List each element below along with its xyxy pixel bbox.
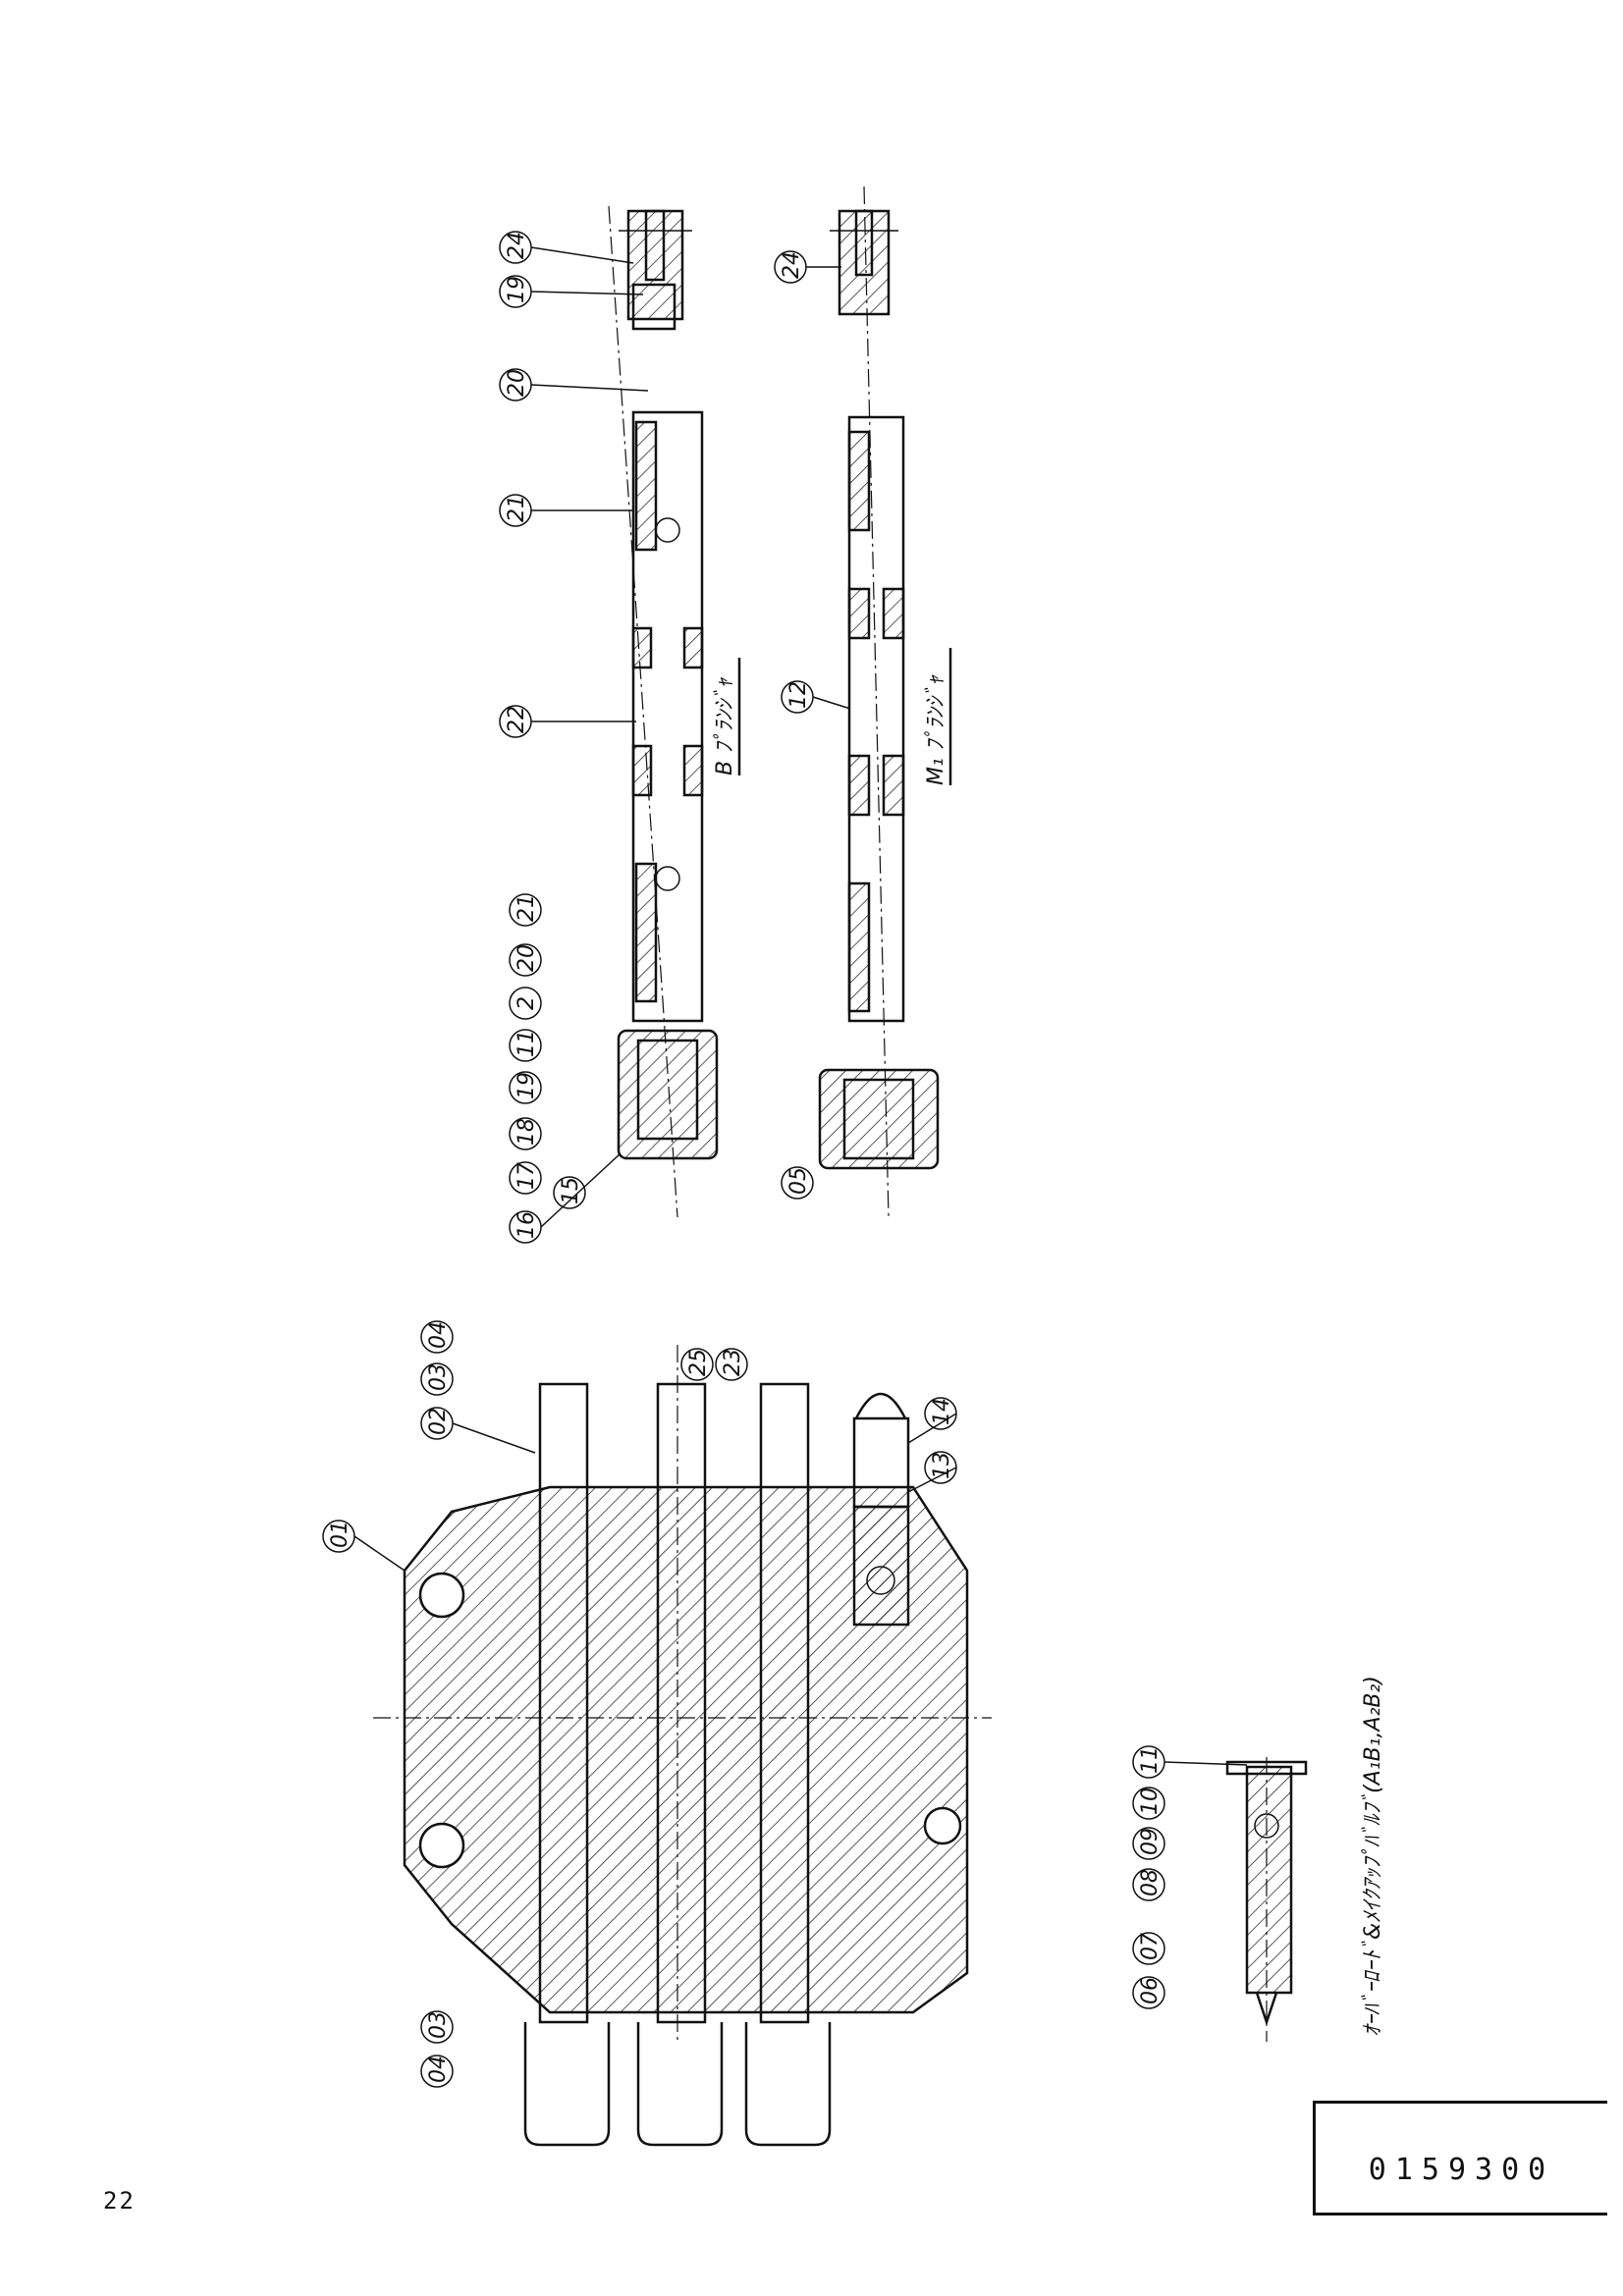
callout: 04 bbox=[426, 2056, 451, 2083]
callout: 24 bbox=[780, 251, 804, 279]
leader-lines bbox=[353, 246, 1248, 1766]
callout: 07 bbox=[1138, 1933, 1163, 1960]
page-number: 22 bbox=[103, 2187, 135, 2215]
callout: 25 bbox=[686, 1349, 711, 1376]
callout: 19 bbox=[505, 276, 529, 303]
callout: 20 bbox=[505, 369, 529, 397]
document-number-box: 0159300 bbox=[1313, 2101, 1607, 2216]
callout: 19 bbox=[514, 1072, 539, 1099]
overload-makeup-valve bbox=[1225, 1757, 1308, 2042]
callout-balloons: 16 15 17 18 19 11 2 20 21 22 21 bbox=[322, 231, 1165, 2088]
b-plunger-label: B ﾌﾟﾗﾝｼﾞｬ bbox=[713, 677, 737, 775]
document-number: 0159300 bbox=[1368, 2153, 1555, 2187]
m1-plunger-label: M₁ ﾌﾟﾗﾝｼﾞｬ bbox=[924, 674, 948, 785]
callout: 01 bbox=[328, 1521, 352, 1548]
callout: 05 bbox=[786, 1167, 811, 1195]
callout: 17 bbox=[514, 1162, 539, 1190]
callout: 14 bbox=[930, 1398, 954, 1425]
callout: 02 bbox=[426, 1408, 451, 1435]
callout: 06 bbox=[1138, 1977, 1163, 2004]
callout: 23 bbox=[721, 1349, 745, 1376]
callout: 04 bbox=[426, 1321, 451, 1349]
callout: 24 bbox=[505, 232, 529, 259]
callout: 16 bbox=[514, 1211, 539, 1239]
callout: 2 bbox=[514, 996, 539, 1010]
valve-caption: ｵｰﾊﾞｰﾛｰﾄﾞ&ﾒｲｸｱｯﾌﾟﾊﾞﾙﾌﾞ(A₁B₁,A₂B₂) bbox=[1361, 1676, 1385, 2037]
m1-plunger-assembly bbox=[818, 186, 940, 1218]
callout: 03 bbox=[426, 2011, 451, 2039]
callout: 03 bbox=[426, 1363, 451, 1391]
b-plunger-assembly bbox=[608, 205, 719, 1218]
callout: 08 bbox=[1138, 1869, 1163, 1896]
callout: 18 bbox=[514, 1118, 539, 1146]
callout: 21 bbox=[505, 495, 529, 522]
callout: 10 bbox=[1138, 1788, 1163, 1815]
callout: 22 bbox=[505, 706, 529, 733]
callout: 11 bbox=[514, 1030, 539, 1057]
callout: 12 bbox=[786, 681, 811, 709]
valve-body-section bbox=[373, 1345, 992, 2147]
callout: 20 bbox=[514, 944, 539, 972]
callout: 11 bbox=[1138, 1746, 1163, 1774]
callout: 09 bbox=[1138, 1828, 1163, 1855]
callout: 21 bbox=[514, 894, 539, 922]
